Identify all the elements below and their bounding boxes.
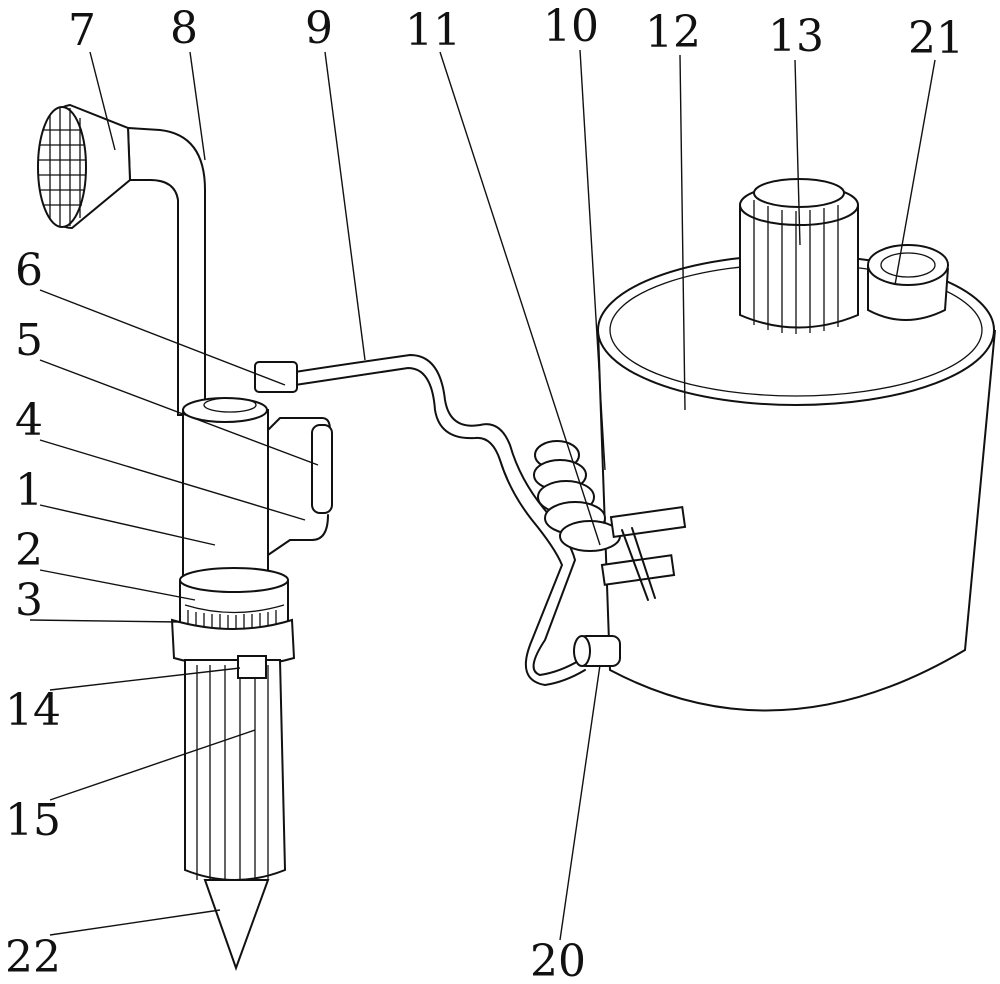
label-4: 4	[15, 395, 43, 446]
label-8: 8	[170, 3, 198, 54]
probe-tip	[203, 879, 270, 971]
hose-connector	[254, 361, 298, 393]
label-11: 11	[405, 5, 461, 56]
label-12: 12	[645, 7, 701, 58]
label-15: 15	[5, 795, 61, 846]
label-10: 10	[543, 1, 599, 52]
tank-spout	[867, 244, 949, 321]
label-21: 21	[908, 13, 964, 64]
label-5: 5	[15, 315, 43, 366]
label-14: 14	[5, 685, 61, 736]
label-13: 13	[768, 11, 824, 62]
label-1: 1	[15, 465, 43, 516]
funnel-and-pipe	[37, 103, 206, 416]
label-7: 7	[68, 5, 96, 56]
hose-clip	[573, 635, 621, 667]
main-tube	[182, 397, 333, 586]
label-2: 2	[15, 525, 43, 576]
probe-body	[184, 655, 287, 886]
rotating-ring	[170, 567, 296, 668]
label-20: 20	[530, 936, 586, 984]
label-6: 6	[15, 245, 43, 296]
leader-lines	[29, 49, 936, 941]
label-3: 3	[15, 575, 43, 626]
label-9: 9	[305, 3, 333, 54]
hose-coil	[533, 440, 687, 601]
label-22: 22	[5, 932, 61, 983]
